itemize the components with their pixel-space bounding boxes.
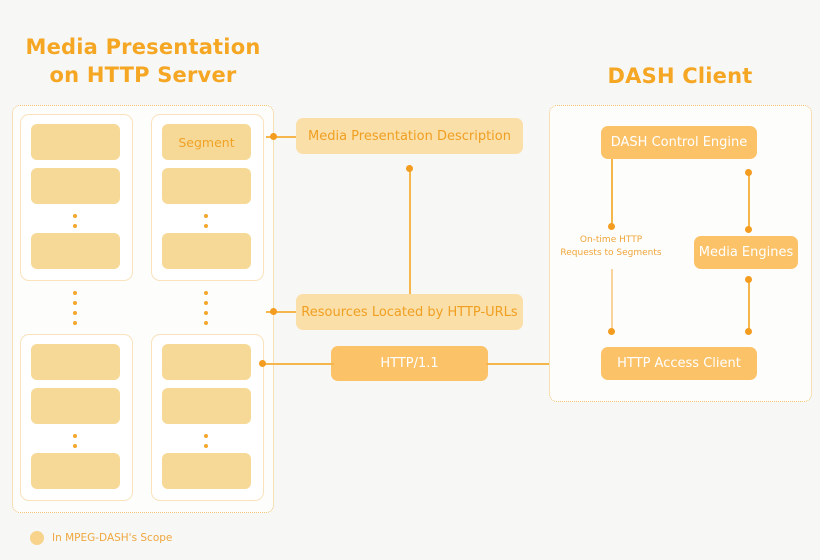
server-title: Media Presentation on HTTP Server [25,35,261,88]
connector-dot [270,308,277,315]
segment-ellipsis [204,431,208,451]
segment-block [31,124,120,160]
segment-block [162,168,251,204]
connector-dot [259,360,266,367]
segment-block [31,233,120,269]
dash-control-engine-box[interactable]: DASH Control Engine [601,126,757,159]
group-ellipsis-right [204,288,208,328]
connector-label-to-access-client [611,269,613,331]
segment-ellipsis [73,211,77,231]
segment-block [162,233,251,269]
segment-block [31,388,120,424]
connector-dot [608,328,615,335]
legend-swatch-icon [30,531,44,545]
segment-block [162,344,251,380]
connector-dot [745,328,752,335]
segment-ellipsis [73,431,77,451]
http-protocol-box[interactable]: HTTP/1.1 [331,346,488,381]
legend: In MPEG-DASH's Scope [30,531,172,545]
connector-dot [406,165,413,172]
connector-dot [608,223,615,230]
legend-label: In MPEG-DASH's Scope [52,532,173,544]
group-ellipsis-left [73,288,77,328]
segment-block [162,388,251,424]
segment-block [31,344,120,380]
connector-dot [745,226,752,233]
media-engines-box[interactable]: Media Engines [694,236,798,269]
connector-to-resources [266,311,296,313]
connector-segment-to-mpd [266,136,296,138]
connector-mpd-to-resources [409,165,411,295]
connector-control-engine-down [611,159,613,227]
connector-control-engine-to-media-engines [748,172,750,230]
segment-block [162,453,251,489]
segment-block [31,168,120,204]
http-access-client-box[interactable]: HTTP Access Client [601,347,757,380]
connector-media-engines-to-access-client [748,279,750,331]
connector-http-to-client [486,363,593,365]
segment-ellipsis [204,211,208,231]
segment-block [31,453,120,489]
client-title: DASH Client [607,64,753,88]
connector-dot [745,169,752,176]
resources-located-by-http-urls-box[interactable]: Resources Located by HTTP-URLs [296,294,523,330]
connector-dot [270,133,277,140]
on-time-http-requests-note: On-time HTTP Requests to Segments [560,235,662,259]
connector-dot [745,276,752,283]
connector-server-to-http [262,363,334,365]
media-presentation-description-box[interactable]: Media Presentation Description [296,118,523,154]
segment-block-labelled: Segment [162,124,251,160]
